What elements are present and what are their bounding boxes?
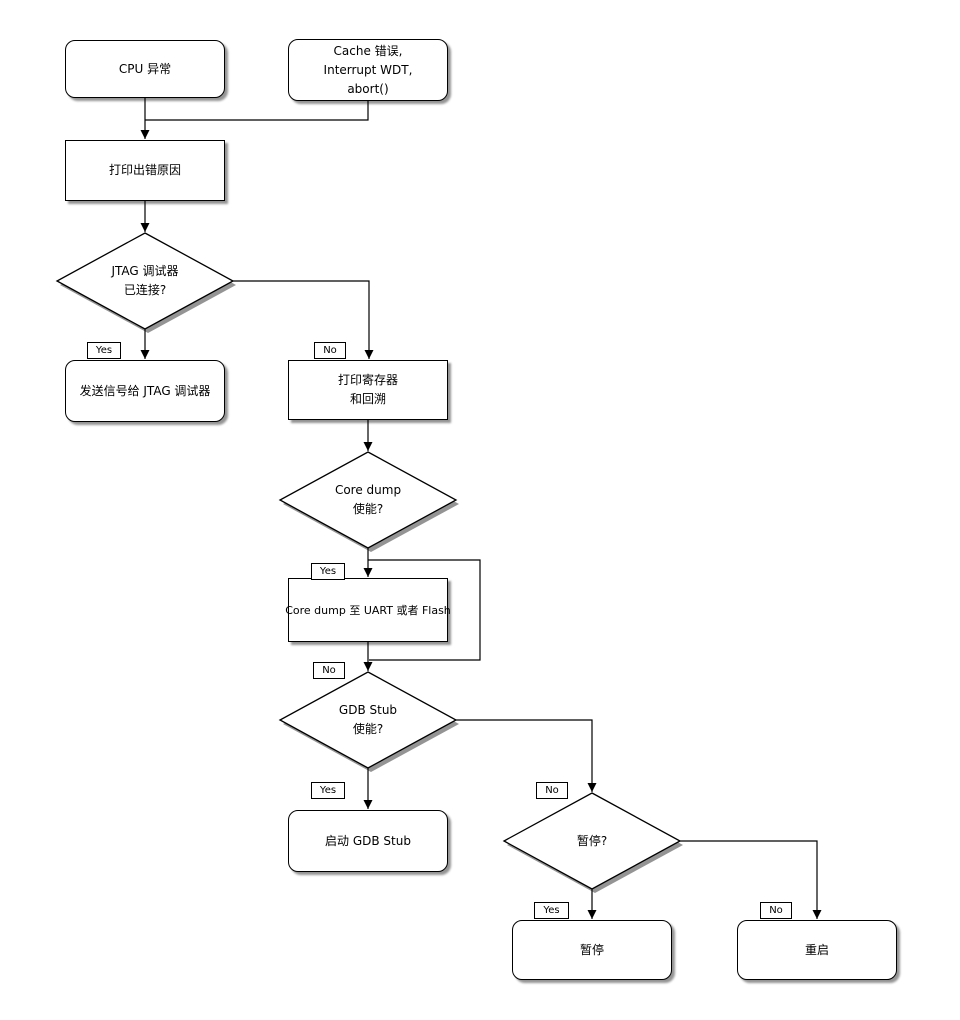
edge-jtag-no	[233, 280, 374, 359]
edge-tag-coredump-yes: Yes	[311, 563, 345, 580]
edge-gdbstub-no	[456, 719, 597, 792]
node-print-error-cause: 打印出错原因	[65, 140, 225, 201]
node-label: 启动 GDB Stub	[325, 833, 411, 848]
node-label: Core dump 至 UART 或者 Flash	[285, 603, 451, 617]
decision-gdb-stub-enabled	[278, 671, 458, 769]
edge-tag-text: No	[323, 344, 337, 356]
node-label-line: Cache 错误,	[333, 43, 403, 58]
edge-tag-text: No	[769, 904, 783, 916]
node-label: 发送信号给 JTAG 调试器	[79, 383, 211, 398]
node-print-registers: 打印寄存器 和回溯	[288, 360, 448, 420]
node-label: 暂停	[579, 942, 604, 957]
edge-tag-gdbstub-yes: Yes	[311, 782, 345, 799]
edge-halt-no	[680, 840, 822, 919]
node-cache-error: Cache 错误, Interrupt WDT, abort()	[288, 39, 448, 101]
node-label: CPU 异常	[118, 61, 172, 76]
node-label-line: Interrupt WDT,	[323, 62, 413, 77]
edge-tag-jtag-no: No	[314, 342, 346, 359]
node-cpu-exception: CPU 异常	[65, 40, 225, 98]
decision-halt	[502, 792, 682, 890]
edge-tag-text: Yes	[95, 344, 113, 356]
node-label: 重启	[804, 942, 829, 957]
node-label: 打印出错原因	[108, 163, 181, 177]
edge-tag-text: Yes	[319, 784, 337, 796]
edge-tag-jtag-yes: Yes	[87, 342, 121, 359]
edge-tag-halt-no: No	[760, 902, 792, 919]
edge-tag-halt-yes: Yes	[534, 902, 569, 919]
node-reboot: 重启	[737, 920, 897, 980]
decision-jtag-connected	[55, 232, 235, 330]
edge-tag-text: No	[545, 784, 559, 796]
edge-coredump-no-bypass	[368, 559, 481, 661]
node-core-dump-uart-flash: Core dump 至 UART 或者 Flash	[285, 578, 451, 642]
node-send-signal-jtag: 发送信号给 JTAG 调试器	[65, 360, 225, 422]
node-start-gdb-stub: 启动 GDB Stub	[288, 810, 448, 872]
node-label-line: 打印寄存器	[337, 373, 398, 387]
edge-tag-text: No	[322, 664, 336, 676]
node-halt: 暂停	[512, 920, 672, 980]
edge-tag-gdbstub-no: No	[536, 782, 568, 799]
decision-core-dump-enabled	[278, 451, 458, 549]
edge-cache-join	[145, 101, 369, 121]
edge-tag-text: Yes	[319, 565, 337, 577]
node-label-line: 和回溯	[349, 392, 386, 406]
edge-tag-text: Yes	[543, 904, 560, 916]
edge-tag-coredump-no: No	[313, 662, 345, 679]
node-label-line: abort()	[347, 81, 389, 96]
